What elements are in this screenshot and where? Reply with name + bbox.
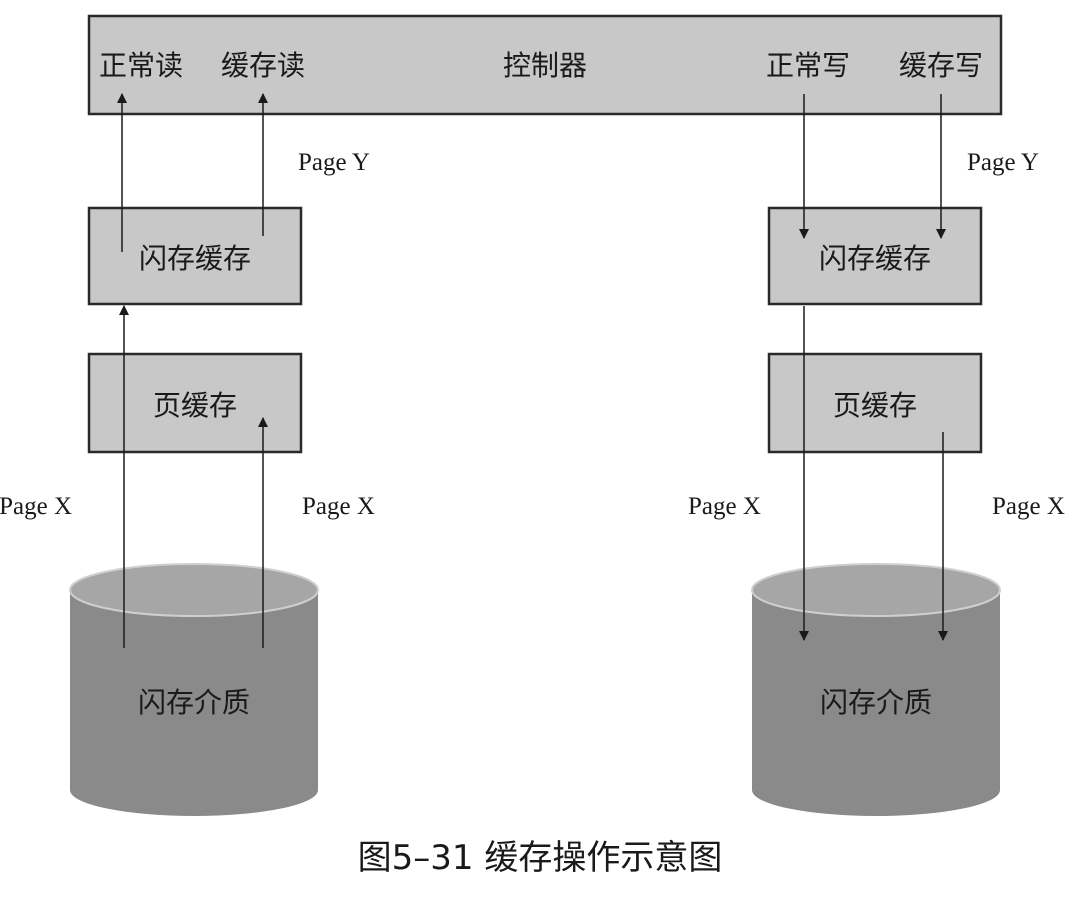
left-page-y-label: Page Y: [298, 149, 370, 176]
right-flash-cache-box: 闪存缓存: [767, 206, 983, 306]
normal-write-label: 正常写: [766, 49, 850, 82]
left-page-cache-box: 页缓存: [87, 352, 303, 454]
controller-box: 正常读 缓存读 控制器 正常写 缓存写: [87, 14, 1003, 116]
controller-title: 控制器: [503, 49, 587, 82]
right-page-x-inner-label: Page X: [688, 493, 761, 520]
figure-caption: 图5–31 缓存操作示意图: [357, 838, 723, 878]
right-flash-cache-label: 闪存缓存: [819, 242, 931, 275]
left-flash-medium-cylinder: 闪存介质: [69, 563, 319, 816]
right-page-cache-box: 页缓存: [767, 352, 983, 454]
left-flash-medium-label: 闪存介质: [138, 686, 250, 719]
right-page-x-outer-label: Page X: [992, 493, 1065, 520]
right-page-cache-label: 页缓存: [833, 389, 917, 422]
right-page-y-label: Page Y: [967, 149, 1039, 176]
cached-read-label: 缓存读: [221, 49, 305, 82]
left-flash-cache-box: 闪存缓存: [87, 206, 303, 306]
left-page-cache-label: 页缓存: [153, 389, 237, 422]
left-flash-cache-label: 闪存缓存: [139, 242, 251, 275]
right-flash-medium-label: 闪存介质: [820, 686, 932, 719]
right-flash-medium-cylinder: 闪存介质: [751, 563, 1001, 816]
cached-write-label: 缓存写: [899, 49, 983, 82]
normal-read-label: 正常读: [99, 49, 183, 82]
left-page-x-inner-label: Page X: [302, 493, 375, 520]
left-page-x-outer-label: Page X: [0, 493, 72, 520]
